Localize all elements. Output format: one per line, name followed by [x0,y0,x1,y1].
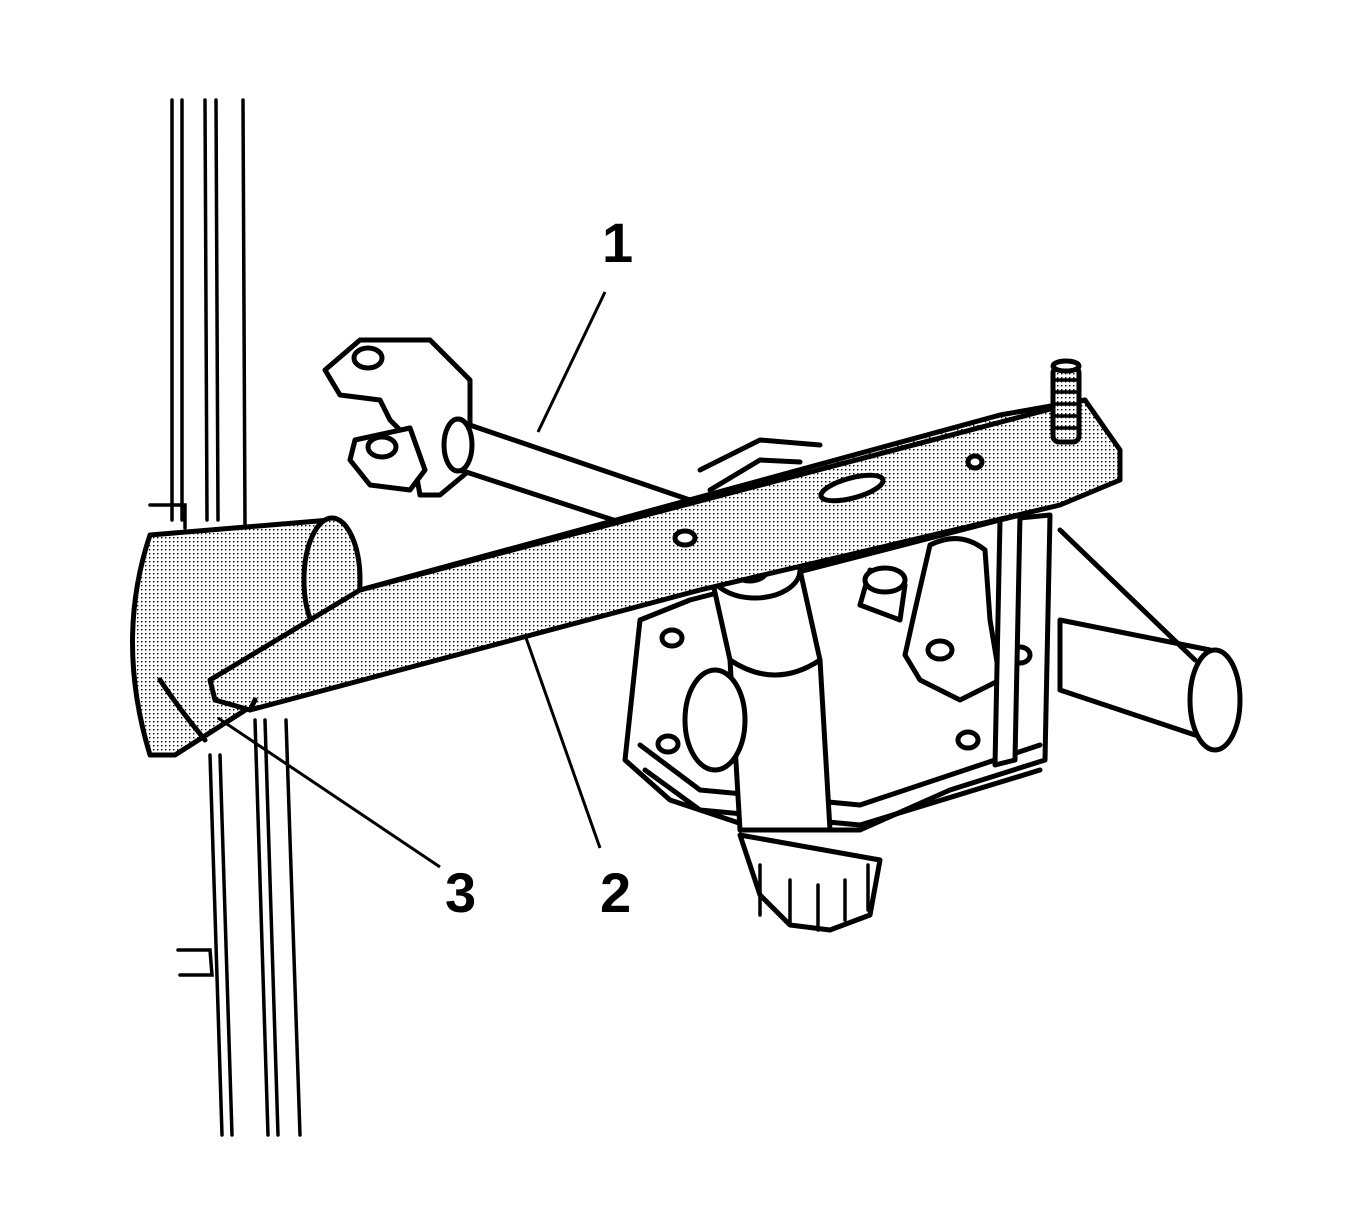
vertical-frame-rails [148,98,302,1137]
leader-lines [217,291,607,869]
callout-2: 2 [600,861,631,924]
callout-1: 1 [602,211,633,274]
alignment-bar [207,397,1123,713]
threaded-stud [1050,358,1082,445]
callout-3: 3 [445,861,476,924]
side-tube [1057,527,1243,753]
universal-joint [857,512,1023,768]
